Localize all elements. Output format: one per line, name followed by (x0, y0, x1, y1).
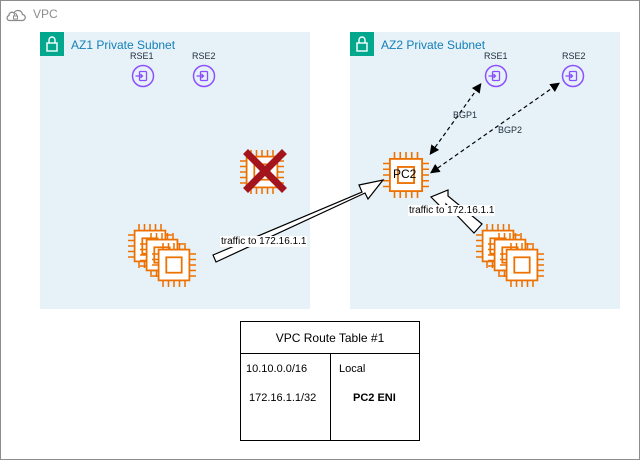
vpc-cloud-icon (6, 9, 26, 22)
route-target-2: PC2 ENI (353, 392, 396, 404)
route-table-divider (330, 354, 331, 440)
vpc-label: VPC (33, 7, 58, 21)
failure-x-icon (243, 149, 287, 193)
az1-rse1-endpoint-icon (131, 64, 155, 88)
route-target-1: Local (339, 363, 366, 375)
bgp2-link (430, 82, 560, 174)
pc2-label: PC2 (393, 167, 417, 181)
traffic-label-az2: traffic to 172.16.1.1 (408, 205, 496, 216)
az1-rse2-label: RSE2 (192, 51, 216, 61)
az2-rse1-label: RSE1 (484, 51, 508, 61)
bgp1-label: BGP1 (453, 110, 478, 120)
route-table-title: VPC Route Table #1 (241, 322, 419, 354)
az2-rse2-endpoint-icon (561, 64, 585, 88)
az1-subnet-label: AZ1 Private Subnet (71, 38, 176, 52)
bgp2-label: BGP2 (498, 125, 523, 135)
route-destination-2: 172.16.1.1/32 (249, 392, 317, 404)
traffic-label-az1: traffic to 172.16.1.1 (220, 236, 308, 247)
route-destination-1: 10.10.0.0/16 (246, 363, 308, 375)
subnet-lock-icon (40, 32, 64, 56)
az1-instance-group-icon (128, 224, 196, 287)
route-table: VPC Route Table #1 10.10.0.0/16 Local 17… (240, 321, 420, 441)
az2-rse2-label: RSE2 (562, 51, 586, 61)
az1-rse1-label: RSE1 (130, 51, 154, 61)
traffic-arrow-az1 (212, 179, 385, 263)
az2-subnet-label: AZ2 Private Subnet (381, 38, 486, 52)
az2-instance-group-icon (476, 224, 544, 287)
az2-rse1-endpoint-icon (484, 64, 508, 88)
az1-rse2-endpoint-icon (192, 64, 216, 88)
subnet-lock-icon (350, 32, 374, 56)
